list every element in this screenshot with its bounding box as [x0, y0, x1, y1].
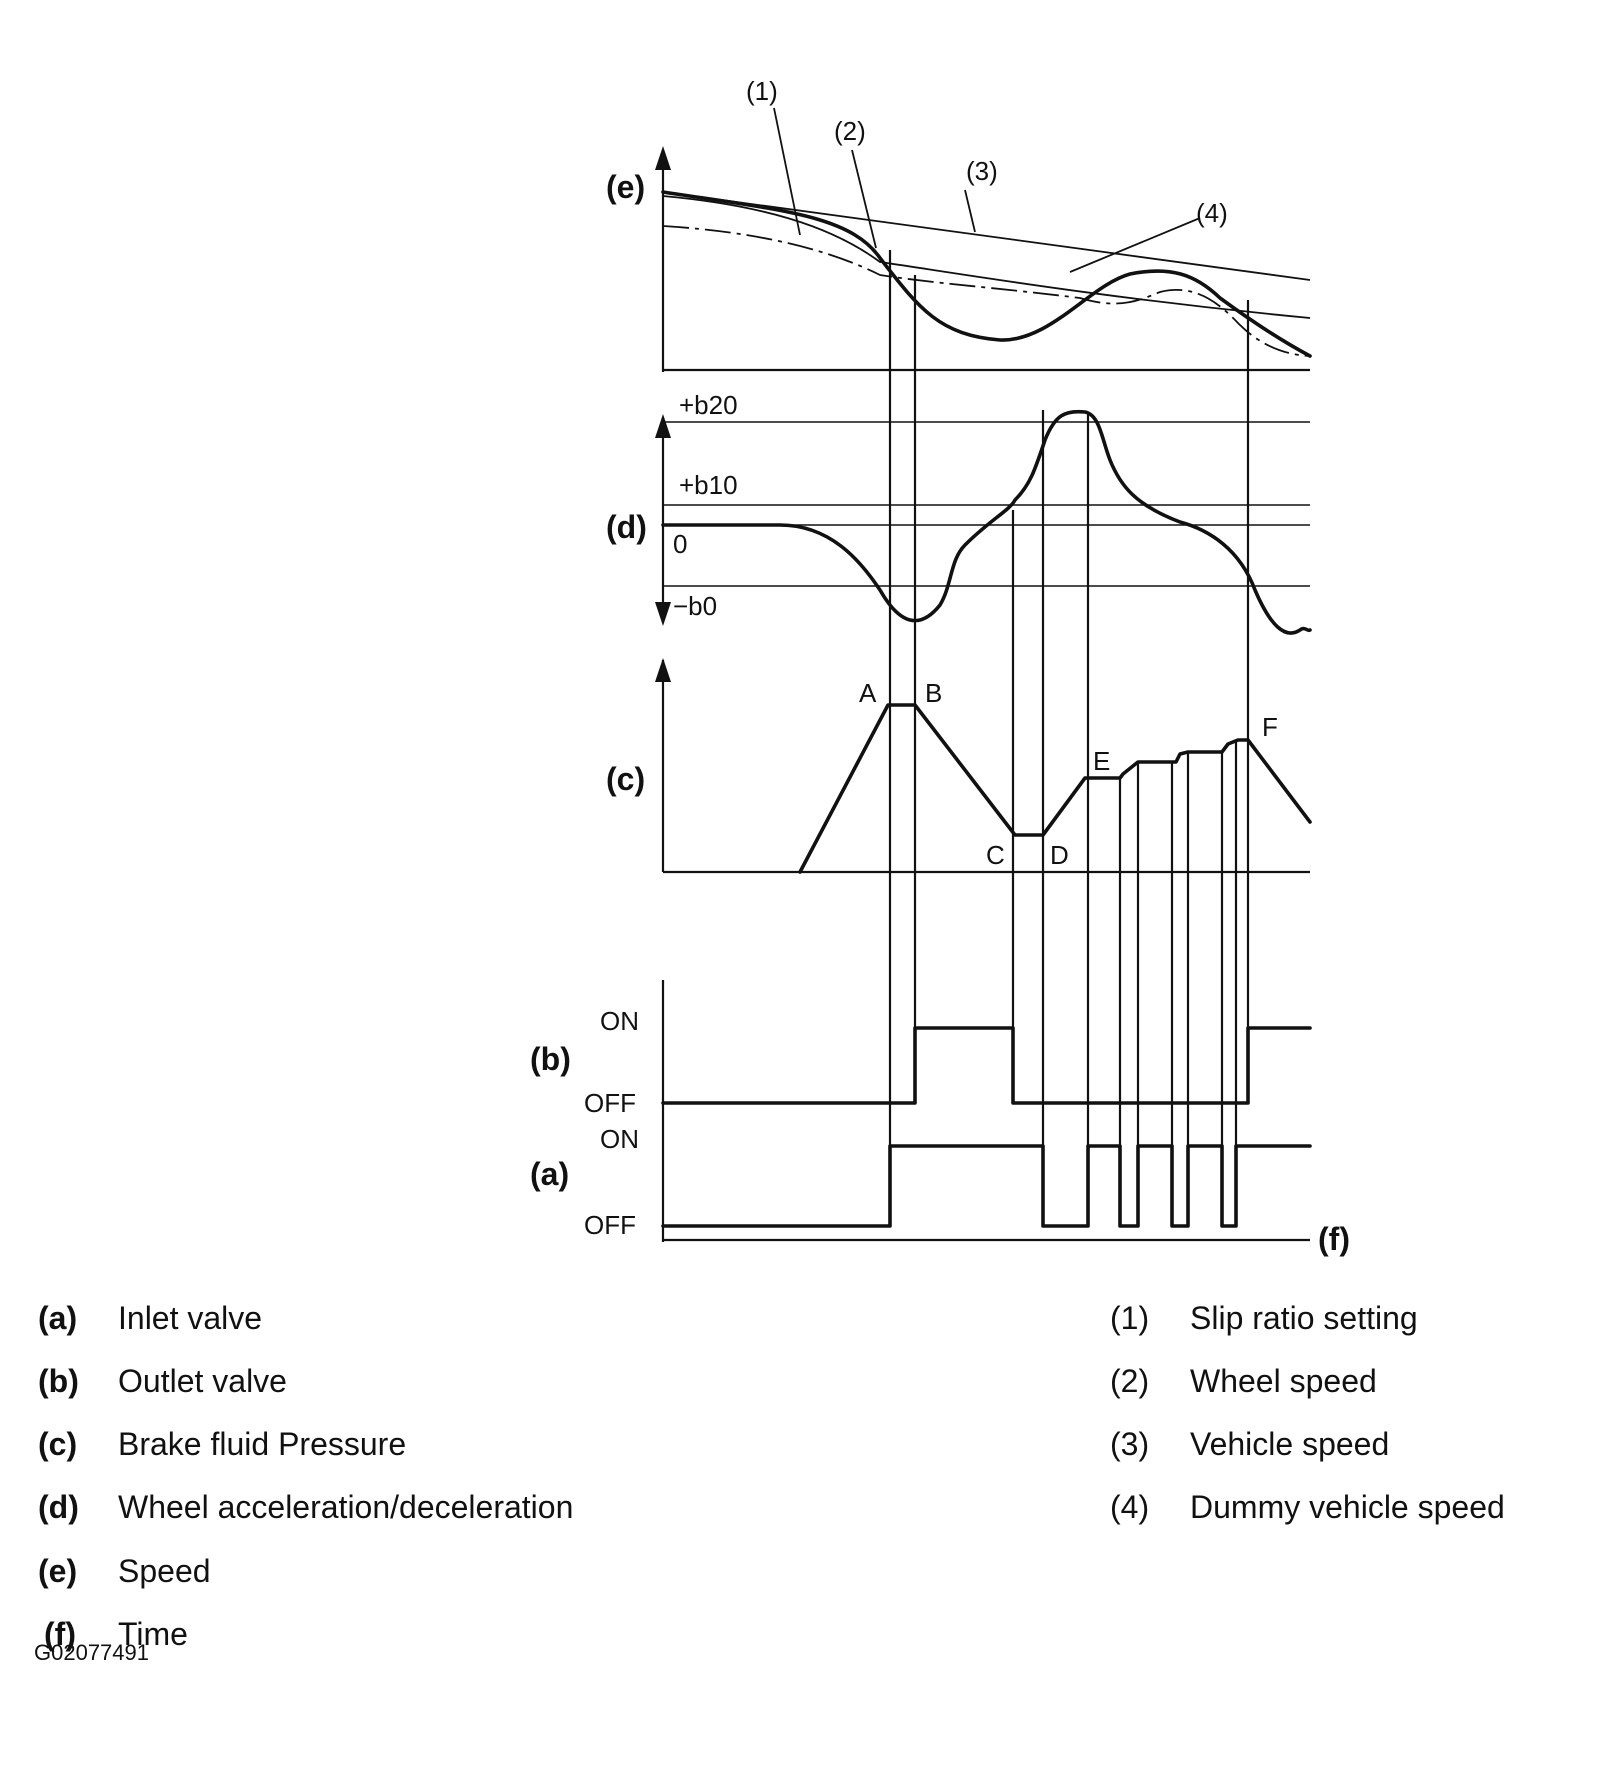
- legend-item-d: (d) Wheel acceleration/deceleration: [38, 1489, 573, 1526]
- acceleration-panel: [655, 409, 1312, 635]
- legend-item-2: (2) Wheel speed: [1110, 1363, 1377, 1400]
- callout-3-leader: [964, 189, 976, 233]
- legend-text: Time: [118, 1616, 188, 1652]
- callout-1: (1): [746, 76, 778, 106]
- callout-4-leader: [1069, 217, 1201, 273]
- tick-b0: −b0: [673, 591, 717, 621]
- legend-key: (3): [1110, 1426, 1150, 1462]
- panel-label-c: (c): [606, 761, 645, 797]
- legend-item-b: (b) Outlet valve: [38, 1363, 287, 1400]
- accel-axis-arrow-up: [655, 414, 671, 438]
- callout-1-leader: [773, 107, 801, 236]
- accel-axis-arrow-down: [655, 602, 671, 626]
- tick-zero: 0: [673, 529, 687, 559]
- tick-b10: +b10: [679, 470, 738, 500]
- legend-key: (d): [38, 1489, 79, 1525]
- panel-label-d: (d): [606, 509, 647, 545]
- legend-key: (f): [44, 1616, 76, 1652]
- legend-item-4: (4) Dummy vehicle speed: [1110, 1489, 1505, 1526]
- inlet-valve-signal: [661, 1144, 1312, 1228]
- legend-text: Speed: [118, 1553, 211, 1589]
- panel-label-f: (f): [1318, 1221, 1350, 1257]
- legend-item-1: (1) Slip ratio setting: [1110, 1300, 1418, 1337]
- pressure-point-e: E: [1093, 746, 1110, 776]
- outlet-on-label: ON: [600, 1006, 639, 1036]
- vehicle-speed-line: [662, 191, 1311, 281]
- callout-2: (2): [834, 116, 866, 146]
- pressure-point-c: C: [986, 840, 1005, 870]
- legend-item-e: (e) Speed: [38, 1553, 211, 1590]
- legend-key: (e): [38, 1553, 78, 1589]
- callout-2-leader: [851, 149, 877, 249]
- legend-text: Wheel acceleration/deceleration: [118, 1489, 574, 1525]
- panel-label-b: (b): [530, 1041, 571, 1077]
- figure-code: G02077491: [34, 1640, 149, 1665]
- outlet-valve-signal: [661, 1026, 1312, 1105]
- pressure-point-d: D: [1050, 840, 1069, 870]
- legend-item-f: (f) Time: [44, 1616, 188, 1653]
- pressure-point-a: A: [859, 678, 877, 708]
- legend-text: Wheel speed: [1190, 1363, 1377, 1399]
- panel-label-e: (e): [606, 169, 645, 205]
- legend-key: (2): [1110, 1363, 1150, 1399]
- inlet-on-label: ON: [600, 1124, 639, 1154]
- pressure-axis-arrow: [655, 658, 671, 682]
- legend-text: Outlet valve: [118, 1363, 287, 1399]
- slip-ratio-line: [662, 195, 1311, 319]
- legend-key: (a): [38, 1300, 78, 1336]
- pressure-panel: [655, 658, 1312, 874]
- legend-key: (1): [1110, 1300, 1150, 1336]
- event-lines: [888, 250, 1250, 1226]
- pressure-point-f: F: [1262, 712, 1278, 742]
- legend-item-a: (a) Inlet valve: [38, 1300, 262, 1337]
- speed-panel: [655, 107, 1312, 372]
- legend-text: Inlet valve: [118, 1300, 263, 1336]
- callout-3: (3): [966, 156, 998, 186]
- inlet-off-label: OFF: [584, 1210, 636, 1240]
- speed-axis-arrow: [655, 146, 671, 170]
- dummy-vehicle-speed-line: [662, 225, 1311, 357]
- legend-text: Dummy vehicle speed: [1190, 1489, 1505, 1525]
- legend-text: Vehicle speed: [1190, 1426, 1390, 1462]
- legend-key: (b): [38, 1363, 79, 1399]
- wheel-acceleration-curve: [661, 409, 1312, 635]
- valve-panels: [661, 980, 1312, 1242]
- legend-item-3: (3) Vehicle speed: [1110, 1426, 1389, 1463]
- legend-text: Brake fluid Pressure: [118, 1426, 407, 1462]
- legend-text: Slip ratio setting: [1190, 1300, 1418, 1336]
- panel-label-a: (a): [530, 1156, 569, 1192]
- callout-4: (4): [1196, 198, 1228, 228]
- legend-key: (4): [1110, 1489, 1150, 1525]
- wheel-speed-line: [661, 190, 1312, 358]
- legend-item-c: (c) Brake fluid Pressure: [38, 1426, 406, 1463]
- tick-b20: +b20: [679, 390, 738, 420]
- outlet-off-label: OFF: [584, 1088, 636, 1118]
- pressure-point-b: B: [925, 678, 942, 708]
- legend-key: (c): [38, 1426, 78, 1462]
